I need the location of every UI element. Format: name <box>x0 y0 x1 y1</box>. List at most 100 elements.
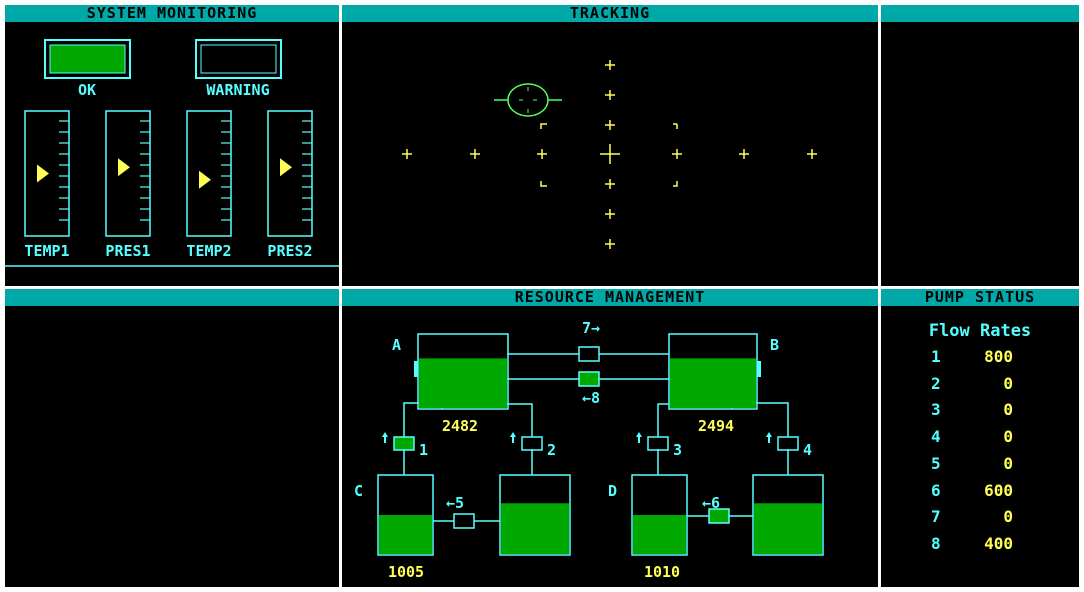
tracking-cross <box>605 120 615 130</box>
scale-pres2[interactable] <box>267 110 313 237</box>
tank-c[interactable] <box>377 474 434 556</box>
pump-number: 5 <box>931 453 941 473</box>
pump-7[interactable] <box>578 346 600 362</box>
tracking-target[interactable] <box>494 83 562 117</box>
pump-number: 7 <box>931 507 941 527</box>
tracking-cross <box>807 149 817 159</box>
flow-rate-value: 800 <box>984 347 1013 366</box>
scale-temp1[interactable] <box>24 110 70 237</box>
tracking-cross <box>605 239 615 249</box>
pipes <box>403 353 789 522</box>
scale-label: PRES2 <box>267 242 312 260</box>
scale-label: TEMP1 <box>24 242 69 260</box>
tracking-cross <box>470 149 480 159</box>
tracking-brackets <box>540 123 678 187</box>
tank-d[interactable] <box>631 474 688 556</box>
pump-4-label: 4 <box>803 441 812 459</box>
pump-number: 6 <box>931 480 941 500</box>
empty-header-bottom-left <box>5 289 339 306</box>
pump-7-label: 7→ <box>582 319 600 337</box>
tank-f[interactable] <box>752 474 824 556</box>
tank-c-value: 1005 <box>388 563 424 581</box>
flow-rates-title: Flow Rates <box>928 321 1032 341</box>
system-monitoring-graphics: OK WARNING TEMP1 PRES1 TEMP2 PRES2 <box>5 39 339 267</box>
tracking-cross <box>605 179 615 189</box>
flow-rate-value: 0 <box>1003 373 1013 393</box>
flow-rate-row: 8 400 <box>881 534 1079 560</box>
flow-rate-value: 0 <box>1003 453 1013 473</box>
scale-pointer <box>199 170 211 189</box>
pump-1-label: 1 <box>419 441 428 459</box>
scale-pointer <box>118 158 130 177</box>
tracking-center-cross <box>600 144 620 164</box>
tank-b[interactable] <box>668 333 761 410</box>
tracking-cross <box>605 60 615 70</box>
pump-3-label: 3 <box>673 441 682 459</box>
scale-pres1[interactable] <box>105 110 151 237</box>
tracking-cross <box>402 149 412 159</box>
scale-label: TEMP2 <box>186 242 231 260</box>
empty-panel-top-right <box>881 5 1079 286</box>
scale-pointer <box>280 158 292 177</box>
pump-number: 4 <box>931 427 941 447</box>
empty-panel-bottom-left <box>5 289 339 587</box>
pump-4[interactable] <box>777 436 799 451</box>
pump-3[interactable] <box>647 436 669 451</box>
tracking-cross <box>739 149 749 159</box>
resource-management-panel: RESOURCE MANAGEMENT <box>342 289 878 587</box>
pump-direction-arrows <box>382 432 772 443</box>
flow-rate-value: 0 <box>1003 427 1013 447</box>
scale-label: PRES1 <box>105 242 150 260</box>
pump-number: 3 <box>931 400 941 420</box>
pump-2[interactable] <box>521 436 543 451</box>
tank-a[interactable] <box>414 333 509 410</box>
ok-light[interactable] <box>44 39 131 79</box>
tank-b-value: 2494 <box>698 417 734 435</box>
system-monitoring-panel: SYSTEM MONITORING OK WARNING TEMP1 PRES1 T… <box>5 5 339 286</box>
pump-8[interactable] <box>578 371 600 387</box>
pump-1[interactable] <box>393 436 415 451</box>
tank-a-value: 2482 <box>442 417 478 435</box>
flow-rate-value: 600 <box>984 480 1013 500</box>
tracking-cross <box>672 149 682 159</box>
flow-rate-row: 6 600 <box>881 481 1079 507</box>
ok-light-label: OK <box>78 81 96 99</box>
tracking-graphics <box>402 60 817 249</box>
tank-d-value: 1010 <box>644 563 680 581</box>
pump-number: 2 <box>931 373 941 393</box>
empty-header-top-right <box>881 5 1079 22</box>
pump-6-label: ←6 <box>702 494 720 512</box>
resource-graphics: A 2482 B 2494 C 1005 D 1010 <box>354 319 824 581</box>
tank-d-label: D <box>608 482 617 500</box>
flow-rate-value: 400 <box>984 533 1013 553</box>
tank-c-label: C <box>354 482 363 500</box>
pump-number: 8 <box>931 533 941 553</box>
pump-status-header: PUMP STATUS <box>881 289 1079 306</box>
system-monitoring-header: SYSTEM MONITORING <box>5 5 339 22</box>
pump-number: 1 <box>931 347 941 366</box>
resource-management-header: RESOURCE MANAGEMENT <box>342 289 878 306</box>
warning-light[interactable] <box>195 39 282 79</box>
flow-rate-value: 0 <box>1003 400 1013 420</box>
pump-2-label: 2 <box>547 441 556 459</box>
tracking-cross <box>605 209 615 219</box>
tank-b-label: B <box>770 336 779 354</box>
tracking-cross <box>605 90 615 100</box>
pump-5-label: ←5 <box>446 494 464 512</box>
tracking-panel: TRACKING <box>342 5 878 286</box>
tank-e[interactable] <box>499 474 571 556</box>
warning-light-label: WARNING <box>206 81 269 99</box>
pump-8-label: ←8 <box>582 389 600 407</box>
tracking-header: TRACKING <box>342 5 878 22</box>
pump-5[interactable] <box>453 513 475 529</box>
scale-temp2[interactable] <box>186 110 232 237</box>
tank-a-label: A <box>392 336 401 354</box>
pump-6[interactable] <box>708 508 730 524</box>
